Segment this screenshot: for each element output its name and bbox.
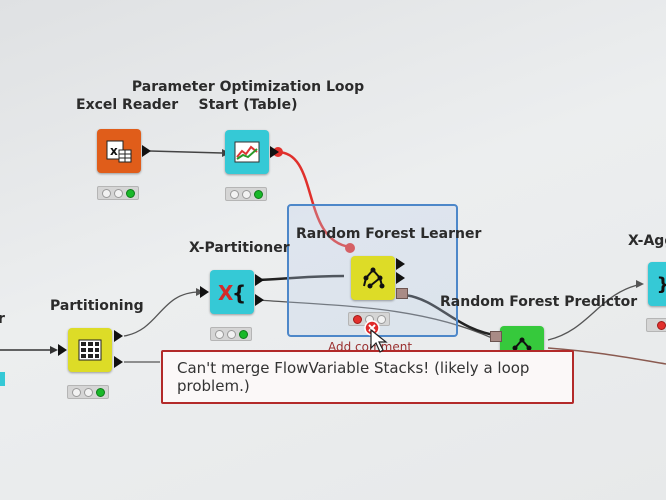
x-partitioner-status xyxy=(210,327,252,341)
partitioning-label[interactable]: Partitioning xyxy=(50,298,144,314)
tree-predictor-icon xyxy=(512,337,532,351)
connection-xpart-to-learner[interactable] xyxy=(257,274,345,282)
x-partitioner-node[interactable]: X { xyxy=(210,270,254,314)
x-agg-label[interactable]: X-Agg xyxy=(628,233,666,249)
svg-text:x: x xyxy=(110,144,118,158)
x-partitioner-label[interactable]: X-Partitioner xyxy=(189,240,290,256)
connection-excel-to-loop[interactable] xyxy=(149,150,223,154)
rf-predictor-model-in-port[interactable] xyxy=(490,331,502,342)
partitioning-status xyxy=(67,385,109,399)
tree-learner-icon xyxy=(363,267,385,289)
error-icon[interactable] xyxy=(364,320,380,336)
flow-variable-connection[interactable] xyxy=(275,150,351,249)
rf-learner-label[interactable]: Random Forest Learner xyxy=(296,226,482,242)
status-executed-dot xyxy=(125,188,135,198)
rf-learner-node[interactable] xyxy=(351,256,395,300)
left-node-status-fragment xyxy=(0,372,5,386)
connection-predictor-out[interactable] xyxy=(547,347,666,365)
partitioning-out-port-2[interactable] xyxy=(114,356,123,368)
x-agg-node[interactable]: } xyxy=(648,262,666,306)
param-opt-loop-node[interactable] xyxy=(225,130,269,174)
rf-predictor-label[interactable]: Random Forest Predictor xyxy=(440,294,638,310)
excel-reader-status xyxy=(97,186,139,200)
param-opt-label-line2[interactable]: Start (Table) xyxy=(198,97,298,113)
excel-reader-node[interactable]: x xyxy=(97,129,141,173)
rf-learner-model-port[interactable] xyxy=(396,288,408,299)
loop-start-icon: X { xyxy=(218,281,246,305)
rf-learner-port-1[interactable] xyxy=(396,258,405,270)
excel-icon: x xyxy=(106,140,132,163)
line-chart-icon xyxy=(234,141,260,163)
param-opt-out-port[interactable] xyxy=(270,146,279,158)
x-partitioner-in-port[interactable] xyxy=(200,286,209,298)
connection-predictor-to-xagg[interactable] xyxy=(547,283,643,341)
loop-end-icon: } xyxy=(657,274,666,295)
param-opt-status xyxy=(225,187,267,201)
left-node-label[interactable]: r xyxy=(0,311,5,327)
partitioning-out-port-1[interactable] xyxy=(114,330,123,342)
rf-learner-port-2[interactable] xyxy=(396,272,405,284)
excel-reader-label[interactable]: Excel Reader xyxy=(76,97,179,113)
x-agg-status xyxy=(646,318,666,332)
svg-text:{: { xyxy=(232,281,246,305)
connection-partitioning-to-xpart[interactable] xyxy=(123,291,201,337)
flow-variable-in-port[interactable] xyxy=(345,243,355,253)
partitioning-in-port[interactable] xyxy=(58,344,67,356)
connection-model-to-predictor[interactable] xyxy=(404,293,501,338)
status-error-dot xyxy=(352,314,362,324)
x-partitioner-out-port-1[interactable] xyxy=(255,274,264,286)
error-tooltip: Can't merge FlowVariable Stacks! (likely… xyxy=(161,350,574,404)
svg-text:X: X xyxy=(218,281,234,305)
partitioning-node[interactable] xyxy=(68,328,112,372)
param-opt-label-line1[interactable]: Parameter Optimization Loop xyxy=(131,79,365,95)
error-tooltip-text: Can't merge FlowVariable Stacks! (likely… xyxy=(177,359,530,395)
mouse-pointer-icon xyxy=(370,328,388,353)
x-partitioner-out-port-2[interactable] xyxy=(255,294,264,306)
excel-reader-out-port[interactable] xyxy=(142,145,151,157)
partition-table-icon xyxy=(78,339,102,361)
